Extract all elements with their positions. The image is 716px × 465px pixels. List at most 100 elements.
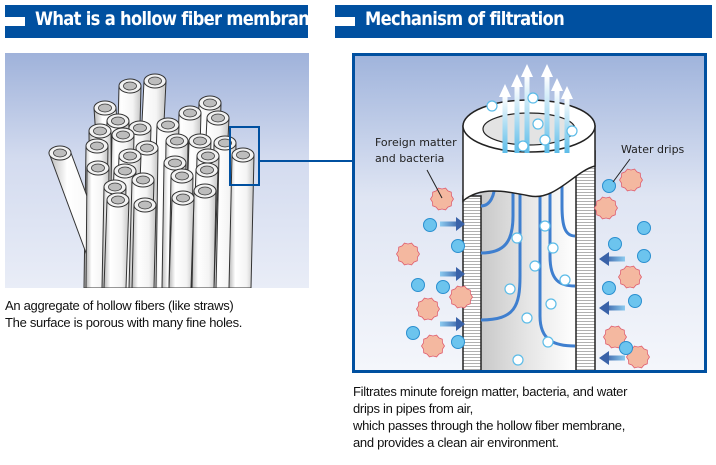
bacteria-particle (626, 345, 650, 369)
fiber-tube (228, 154, 255, 288)
fiber-hole (118, 166, 132, 176)
air-bubble (517, 140, 529, 152)
fiber-tubes (48, 73, 255, 288)
bacteria-particle (430, 187, 454, 211)
water-drop (451, 239, 465, 253)
up-arrow-shaft (564, 98, 570, 153)
air-bubble (511, 232, 523, 244)
inflow-arrow-shaft (440, 271, 460, 277)
fiber-hole (211, 113, 225, 123)
label-bacteria: and bacteria (375, 152, 444, 165)
air-bubble (547, 242, 559, 254)
water-drop (637, 249, 651, 263)
section-header-mechanism: Mechanism of filtration (335, 5, 712, 38)
inflow-arrow-shaft (605, 355, 625, 361)
fiber-bundle-svg (5, 53, 309, 288)
up-arrow-head (521, 64, 533, 77)
section-title: What is a hollow fiber membrane? (35, 8, 329, 30)
leader-line-water (612, 158, 631, 183)
inflow-arrow-head (599, 351, 609, 365)
caption-line: An aggregate of hollow fibers (like stra… (5, 298, 234, 313)
particles (396, 92, 651, 369)
fiber-hole (111, 195, 125, 205)
water-drop (619, 341, 633, 355)
fiber-hole (176, 193, 190, 203)
header-notch (5, 17, 25, 26)
leader-line-bacteria (426, 169, 443, 199)
fiber-hole (90, 141, 104, 151)
section-title: Mechanism of filtration (365, 8, 565, 30)
caption-line: The surface is porous with many fine hol… (5, 315, 243, 330)
fiber-hole (218, 138, 232, 148)
fiber-hole (201, 151, 215, 161)
air-bubble (512, 354, 524, 366)
label-foreign-matter: Foreign matter (375, 136, 457, 149)
air-bubble (529, 260, 541, 272)
fiber-hole (53, 148, 67, 158)
fiber-tube (191, 190, 217, 288)
inflow-arrow-shaft (440, 321, 460, 327)
fiber-hole (111, 116, 125, 126)
caption-line: Filtrates minute foreign matter, bacteri… (353, 384, 628, 399)
clean-air-arrows (499, 64, 573, 153)
air-bubble (566, 125, 578, 137)
bacteria-particle (618, 265, 642, 289)
connector-line (259, 160, 352, 162)
caption-line: and provides a clean air environment. (353, 435, 559, 450)
up-arrow-shaft (514, 86, 520, 153)
water-drop (602, 281, 616, 295)
fiber-hole (108, 182, 122, 192)
filtration-svg: Foreign matter and bacteria Water drips (355, 56, 704, 370)
fiber-hole (91, 163, 105, 173)
air-bubble (539, 134, 551, 146)
fiber-hole (203, 98, 217, 108)
air-bubble (521, 312, 533, 324)
up-arrow-head (551, 78, 563, 91)
water-drop (436, 280, 450, 294)
up-arrow-shaft (554, 90, 560, 153)
caption-line: which passes through the hollow fiber me… (353, 418, 626, 433)
filtration-diagram: Foreign matter and bacteria Water drips (352, 53, 707, 373)
up-arrow-head (511, 74, 523, 87)
water-drop (406, 326, 420, 340)
membrane-wall-right (575, 150, 596, 370)
air-bubble (504, 283, 516, 295)
inflow-arrow-head (599, 252, 609, 266)
fiber-hole (148, 76, 162, 86)
up-arrow-shaft (502, 96, 508, 153)
inflow-arrows (440, 217, 625, 365)
inflow-arrow-shaft (605, 305, 625, 311)
section-header-hollow-fiber: What is a hollow fiber membrane? (5, 5, 329, 38)
air-bubble (545, 298, 557, 310)
up-arrow-head (541, 64, 553, 77)
air-bubble (559, 274, 571, 286)
bacteria-particle (594, 196, 618, 220)
up-arrow-head (561, 86, 573, 99)
air-bubble (527, 92, 539, 104)
water-drop (628, 294, 642, 308)
fiber-hole (98, 103, 112, 113)
inflow-arrow-shaft (605, 256, 625, 262)
label-water-drips: Water drips (621, 143, 685, 156)
fiber-hole (200, 165, 214, 175)
fiber-hole (133, 123, 147, 133)
fiber-hole (123, 81, 137, 91)
up-arrow-shaft (544, 76, 550, 153)
fiber-hole (93, 126, 107, 136)
inflow-arrow-head (456, 317, 465, 331)
fiber-hole (170, 136, 184, 146)
caption-line: drips in pipes from air, (353, 401, 473, 416)
bacteria-particle (449, 285, 473, 309)
water-drop (608, 237, 622, 251)
fiber-hole (175, 171, 189, 181)
up-arrow-shaft (524, 76, 530, 153)
fiber-hole (116, 130, 130, 140)
fiber-hole (236, 150, 250, 160)
caption-mechanism: Filtrates minute foreign matter, bacteri… (353, 383, 713, 451)
bacteria-particle (416, 297, 440, 321)
fiber-bundle-illustration (5, 53, 309, 288)
fiber-hole (138, 200, 152, 210)
bacteria-particle (396, 242, 420, 266)
bacteria-particle (619, 168, 643, 192)
up-arrow-head (499, 84, 511, 97)
